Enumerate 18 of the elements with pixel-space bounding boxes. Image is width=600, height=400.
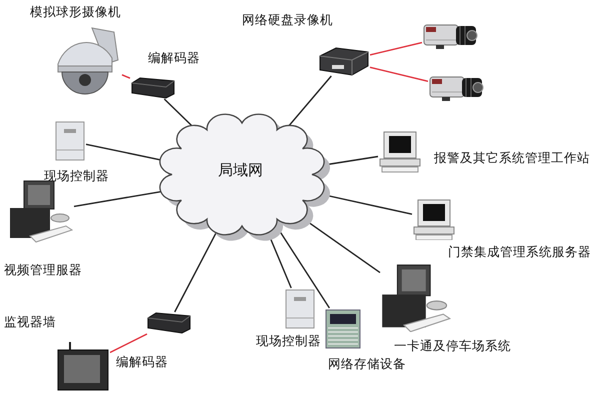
- connector-line: [370, 66, 428, 82]
- device-label: 报警及其它系统管理工作站: [434, 150, 590, 165]
- device-label: 网络硬盘录像机: [242, 12, 333, 27]
- device-label: 编解码器: [148, 50, 200, 65]
- device-label: 监视器墙: [4, 314, 56, 329]
- network-label: 局域网: [218, 163, 263, 178]
- device-label: 模拟球形摄像机: [30, 4, 121, 19]
- connector-line: [122, 74, 130, 79]
- device-label: 门禁集成管理系统服务器: [448, 244, 591, 259]
- connector-line: [278, 230, 330, 308]
- device-label: 视频管理服器: [4, 262, 82, 277]
- device-label: 一卡通及停车场系统: [394, 338, 511, 353]
- device-label: 网络存储设备: [328, 356, 406, 371]
- connector-line: [110, 333, 148, 354]
- device-label: 编解码器: [116, 354, 168, 369]
- connector-line: [370, 42, 422, 56]
- device-label: 现场控制器: [256, 333, 321, 348]
- connector-line: [174, 232, 218, 312]
